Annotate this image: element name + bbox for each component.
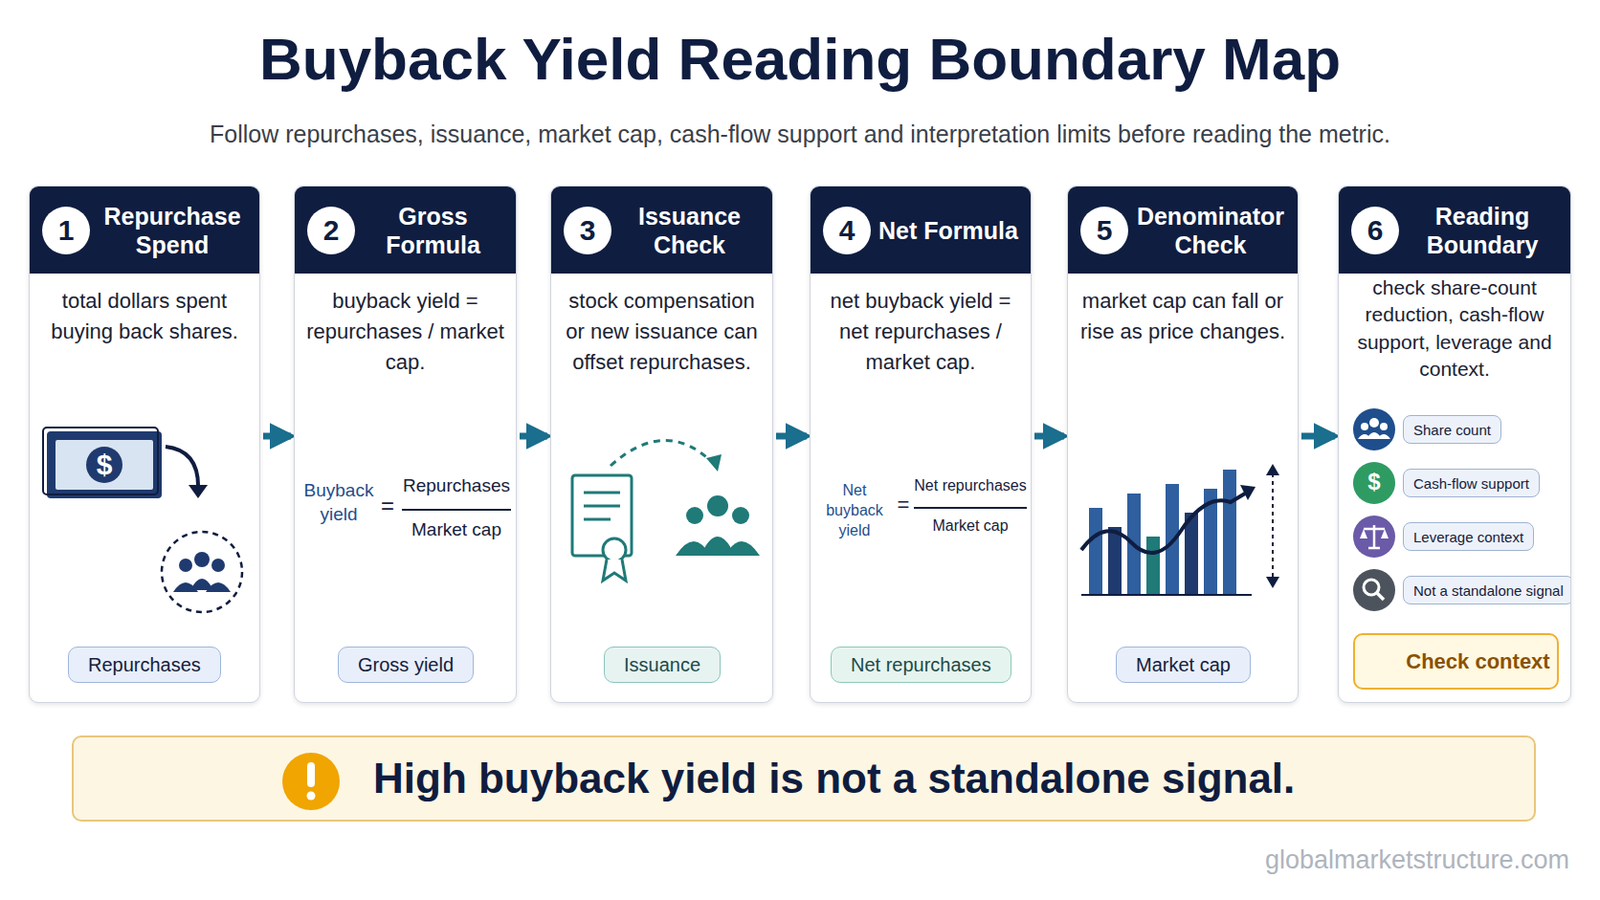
- warning-text: Check context: [1405, 649, 1550, 675]
- tag-pill: Repurchases: [67, 646, 222, 684]
- flow-arrow: [1301, 433, 1335, 441]
- step-body: net buyback yield = net repurchases / ma…: [822, 286, 1020, 378]
- step-heading: Repurchase Spend: [92, 186, 252, 274]
- step-heading: Gross Formula: [357, 186, 509, 274]
- watermark: globalmarketstructure.com: [1265, 845, 1570, 876]
- caption: Follow repurchases, issuance, market cap…: [0, 120, 1600, 149]
- step-number-text: 6: [1367, 214, 1384, 247]
- flow-arrow: [1034, 433, 1065, 441]
- flow-arrow: [776, 433, 807, 441]
- tag-pill: Net repurchases: [830, 646, 1012, 684]
- step-body: stock compensation or new issuance can o…: [562, 286, 761, 378]
- check-tag: Cash-flow support: [1402, 468, 1540, 498]
- formula-equals: =: [377, 492, 399, 520]
- step-number-text: 5: [1096, 214, 1113, 247]
- pill-text: Repurchases: [88, 654, 201, 677]
- tag-text: Cash-flow support: [1413, 475, 1530, 492]
- pill-text: Issuance: [623, 654, 701, 677]
- tag-pill: Issuance: [603, 646, 721, 684]
- step-number-text: 4: [839, 214, 856, 247]
- formula-denominator: Market cap: [911, 517, 1029, 535]
- step-body: check share-count reduction, cash-flow s…: [1348, 274, 1561, 383]
- step-card: Issuance Check stock compensation or new …: [550, 185, 774, 704]
- formula-term: Net buyback yield: [813, 481, 896, 541]
- formula-term: Buyback yield: [300, 479, 378, 527]
- step-heading: Denominator Check: [1131, 186, 1290, 274]
- step-number: 4: [822, 206, 871, 255]
- step-number-text: 1: [58, 214, 75, 247]
- step-body: buyback yield = repurchases / market cap…: [306, 286, 505, 378]
- formula-equals: =: [894, 492, 912, 518]
- tag-pill: Gross yield: [337, 646, 474, 684]
- dollar-sign: $: [92, 448, 116, 482]
- step-card: Reading Boundarycheck share-count reduct…: [1337, 185, 1572, 704]
- step-number: 3: [563, 206, 612, 255]
- step-card: Net Formula net buyback yield = net repur…: [809, 185, 1032, 704]
- step-body: total dollars spent buying back shares.: [41, 286, 248, 348]
- issuance-icon: [551, 186, 774, 704]
- step-heading: Reading Boundary: [1401, 186, 1563, 274]
- step-number-text: 2: [323, 214, 340, 247]
- fraction-bar: [401, 509, 512, 512]
- check-tag: Not a standalone signal: [1402, 576, 1572, 605]
- title: Buyback Yield Reading Boundary Map: [0, 24, 1600, 93]
- step-heading: Issuance Check: [614, 186, 765, 274]
- dollar-sign: $: [1362, 468, 1386, 496]
- warning-box: Check context: [1353, 633, 1559, 690]
- check-tag: Leverage context: [1402, 522, 1534, 552]
- step-number: 1: [42, 206, 90, 255]
- step-number: 5: [1080, 206, 1129, 255]
- formula-numerator: Net repurchases: [911, 477, 1029, 495]
- step-number: 6: [1351, 206, 1400, 255]
- check-tag: Share count: [1402, 415, 1502, 445]
- pill-text: Gross yield: [357, 654, 454, 677]
- money-icon: [29, 186, 261, 704]
- formula-numerator: Repurchases: [400, 475, 513, 497]
- pill-text: Net repurchases: [850, 654, 992, 677]
- step-card: Repurchase Spend total dollars spent buyi…: [28, 185, 261, 704]
- context-icons: [1338, 186, 1572, 704]
- step-number-text: 3: [579, 214, 597, 247]
- fraction-bar: [913, 507, 1027, 510]
- tag-text: Share count: [1413, 422, 1491, 439]
- pill-text: Market cap: [1135, 654, 1231, 677]
- step-card: Gross Formula buyback yield = repurchases…: [293, 185, 517, 704]
- flow-arrow: [519, 433, 548, 441]
- tag-pill: Market cap: [1115, 646, 1251, 684]
- alert-icon: [277, 748, 345, 816]
- formula-denominator: Market cap: [400, 519, 513, 541]
- tag-text: Leverage context: [1413, 529, 1524, 546]
- step-card: Denominator Check market cap can fall or …: [1066, 185, 1299, 704]
- step-number: 2: [307, 206, 356, 255]
- step-body: market cap can fall or rise as price cha…: [1079, 286, 1287, 348]
- tag-text: Not a standalone signal: [1413, 582, 1564, 600]
- step-heading: Net Formula: [873, 186, 1023, 274]
- price-chart-icon: [1067, 186, 1299, 704]
- flow-arrow: [263, 433, 291, 441]
- banner-text: High buyback yield is not a standalone s…: [373, 755, 1295, 803]
